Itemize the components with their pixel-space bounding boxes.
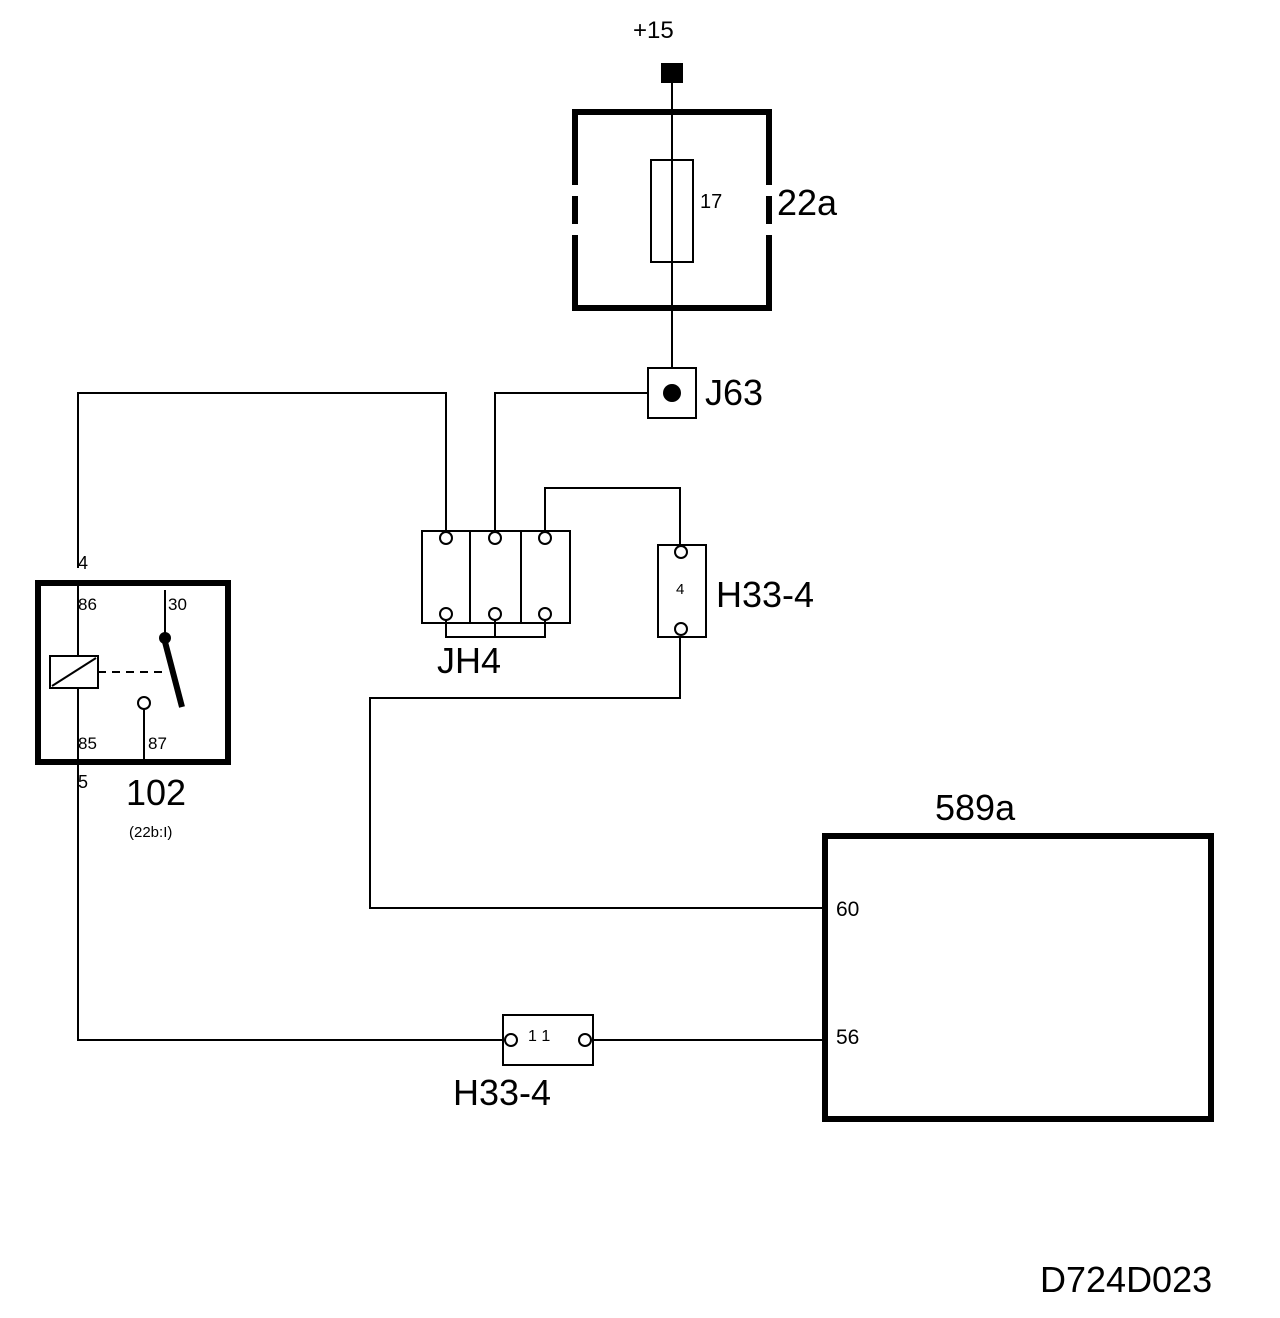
connector-h33-upper-pin: 4 — [676, 581, 684, 598]
connector-h33-lower-pin: 1 1 — [528, 1028, 550, 1045]
wires — [77, 82, 822, 1041]
terminal-icon — [538, 531, 552, 545]
connector-h33-lower-label: H33-4 — [453, 1072, 551, 1113]
diagram-code: D724D023 — [1040, 1259, 1212, 1300]
wire-jh4-to-h33 — [544, 487, 681, 550]
terminal-icon — [137, 696, 151, 710]
supply-terminal: +15 — [633, 17, 683, 83]
module-589a-label: 589a — [935, 787, 1016, 828]
wire-relay-to-jh4 — [77, 392, 447, 568]
connector-j63-label: J63 — [705, 372, 763, 413]
junction-jh4-label: JH4 — [437, 640, 501, 681]
terminal-icon — [674, 545, 688, 559]
fuse-box-label: 22a — [777, 182, 838, 223]
connector-h33-lower: 1 1 H33-4 — [453, 1014, 594, 1113]
wire-relay-85-to-h33 — [77, 765, 505, 1041]
terminal-icon — [439, 607, 453, 621]
terminal-icon — [674, 622, 688, 636]
wire-h33-to-589a-60 — [369, 630, 822, 909]
relay-switch-icon — [161, 637, 185, 708]
terminal-icon — [488, 531, 502, 545]
relay-location: (22b:I) — [129, 824, 172, 841]
connector-h33-upper: 4 H33-4 — [657, 544, 814, 638]
terminal-icon — [439, 531, 453, 545]
relay-pin-85: 85 — [78, 734, 97, 753]
wire-j63-to-jh4 — [494, 392, 648, 538]
module-589a-pin-60: 60 — [836, 898, 859, 921]
terminal-icon — [488, 607, 502, 621]
relay-box — [35, 580, 231, 765]
fuse-number: 17 — [700, 191, 722, 213]
relay-102: 4 86 30 85 87 5 102 (22b:I) — [35, 553, 231, 841]
terminal-icon — [504, 1033, 518, 1047]
relay-wire-top: 4 — [78, 553, 88, 573]
junction-jh4: JH4 — [421, 530, 571, 681]
connector-h33-upper-label: H33-4 — [716, 574, 814, 615]
relay-label: 102 — [126, 772, 186, 813]
module-589a-pin-56: 56 — [836, 1026, 859, 1049]
terminal-icon — [538, 607, 552, 621]
supply-terminal-icon — [661, 63, 683, 83]
supply-label: +15 — [633, 17, 674, 44]
relay-wire-bottom: 5 — [78, 772, 88, 792]
connector-h33-upper-box — [657, 544, 707, 638]
terminal-icon — [578, 1033, 592, 1047]
relay-pin-30: 30 — [168, 595, 187, 614]
splice-dot-icon — [663, 384, 681, 402]
fuse-box-outline — [572, 109, 772, 311]
relay-pin-86: 86 — [78, 595, 97, 614]
module-589a-box — [822, 833, 1214, 1122]
connector-j63: J63 — [647, 367, 763, 419]
fuse-box-22a: 17 22a — [572, 109, 838, 311]
module-589a: 589a 60 56 — [822, 787, 1214, 1122]
relay-pin-87: 87 — [148, 734, 167, 753]
